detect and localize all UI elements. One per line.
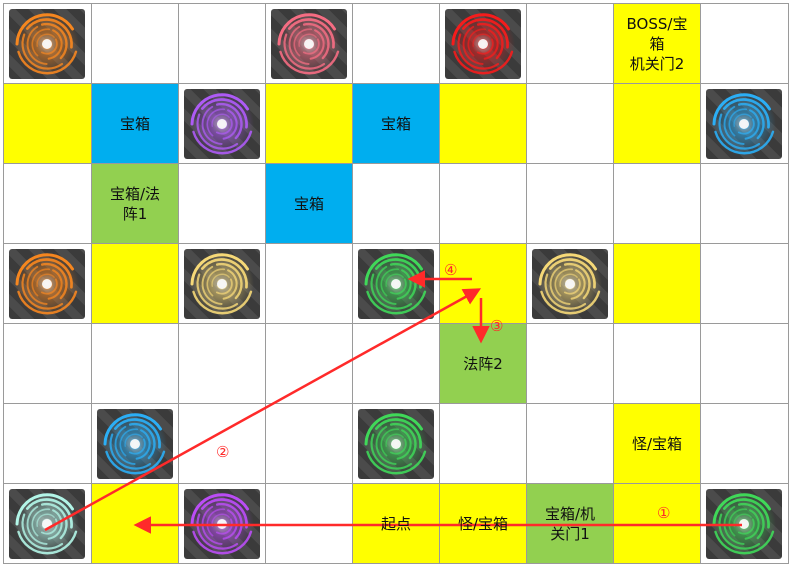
board-cell-r6-c7 xyxy=(613,483,701,564)
orange-portal-icon xyxy=(9,249,85,319)
cell-label: BOSS/宝 箱 机关门2 xyxy=(626,14,688,73)
blue-portal-icon xyxy=(706,89,782,159)
board-cell-r3-c2 xyxy=(178,243,266,324)
board-cell-r6-c1 xyxy=(91,483,179,564)
board-cell-r1-c7 xyxy=(613,83,701,164)
gold-portal-icon xyxy=(184,249,260,319)
cell-label: 起点 xyxy=(380,514,411,533)
board-cell-r6-c0 xyxy=(3,483,92,564)
board-cell-r3-c1 xyxy=(91,243,179,324)
board-cell-r0-c1 xyxy=(91,3,179,84)
board-cell-r4-c2 xyxy=(178,323,266,404)
orange-portal-icon xyxy=(9,9,85,79)
board-cell-r3-c8 xyxy=(700,243,789,324)
board-cell-r6-c4: 起点 xyxy=(352,483,440,564)
board-cell-r2-c7 xyxy=(613,163,701,244)
cell-label: 法阵2 xyxy=(463,354,503,373)
board-cell-r0-c4 xyxy=(352,3,440,84)
board-cell-r3-c3 xyxy=(265,243,353,324)
board-cell-r6-c5: 怪/宝箱 xyxy=(439,483,527,564)
board-cell-r2-c8 xyxy=(700,163,789,244)
board-cell-r1-c2 xyxy=(178,83,266,164)
board-cell-r1-c1: 宝箱 xyxy=(91,83,179,164)
board-cell-r3-c5 xyxy=(439,243,527,324)
magenta-portal-icon xyxy=(184,489,260,559)
board-cell-r4-c8 xyxy=(700,323,789,404)
board-cell-r2-c5 xyxy=(439,163,527,244)
cell-label: 宝箱 xyxy=(380,114,411,133)
cell-label: 宝箱 xyxy=(293,194,324,213)
board-cell-r5-c5 xyxy=(439,403,527,484)
board-cell-r6-c6: 宝箱/机 关门1 xyxy=(526,483,614,564)
board-cell-r4-c0 xyxy=(3,323,92,404)
board-cell-r4-c3 xyxy=(265,323,353,404)
board-cell-r2-c4 xyxy=(352,163,440,244)
cell-label: 怪/宝箱 xyxy=(457,514,509,533)
board-cell-r3-c6 xyxy=(526,243,614,324)
purple-portal-icon xyxy=(184,89,260,159)
board-cell-r3-c7 xyxy=(613,243,701,324)
board-cell-r5-c7: 怪/宝箱 xyxy=(613,403,701,484)
board-cell-r4-c5: 法阵2 xyxy=(439,323,527,404)
cell-label: 怪/宝箱 xyxy=(631,434,683,453)
board-cell-r0-c2 xyxy=(178,3,266,84)
board-cell-r0-c7: BOSS/宝 箱 机关门2 xyxy=(613,3,701,84)
red-portal-icon xyxy=(445,9,521,79)
board-cell-r5-c8 xyxy=(700,403,789,484)
board-cell-r1-c6 xyxy=(526,83,614,164)
board-cell-r1-c5 xyxy=(439,83,527,164)
cell-label: 宝箱/机 关门1 xyxy=(544,504,596,543)
board-cell-r5-c0 xyxy=(3,403,92,484)
green-portal-icon xyxy=(358,249,434,319)
board-cell-r6-c8 xyxy=(700,483,789,564)
board-cell-r6-c2 xyxy=(178,483,266,564)
green-portal-icon xyxy=(358,409,434,479)
board-cell-r5-c6 xyxy=(526,403,614,484)
board-cell-r1-c3 xyxy=(265,83,353,164)
board-cell-r2-c3: 宝箱 xyxy=(265,163,353,244)
board-cell-r5-c2 xyxy=(178,403,266,484)
gold-portal-icon xyxy=(532,249,608,319)
board-cell-r4-c7 xyxy=(613,323,701,404)
cell-label: 宝箱/法 阵1 xyxy=(109,184,161,223)
board-cell-r0-c3 xyxy=(265,3,353,84)
board-cell-r1-c4: 宝箱 xyxy=(352,83,440,164)
board-cell-r4-c4 xyxy=(352,323,440,404)
blue-portal-icon xyxy=(97,409,173,479)
board-cell-r0-c0 xyxy=(3,3,92,84)
board-cell-r5-c3 xyxy=(265,403,353,484)
board-cell-r5-c4 xyxy=(352,403,440,484)
board-cell-r2-c0 xyxy=(3,163,92,244)
board-cell-r0-c6 xyxy=(526,3,614,84)
board-cell-r2-c2 xyxy=(178,163,266,244)
board-cell-r3-c0 xyxy=(3,243,92,324)
board-cell-r4-c6 xyxy=(526,323,614,404)
board-cell-r2-c1: 宝箱/法 阵1 xyxy=(91,163,179,244)
board-cell-r4-c1 xyxy=(91,323,179,404)
green-portal-icon xyxy=(706,489,782,559)
board-cell-r1-c0 xyxy=(3,83,92,164)
board-cell-r5-c1 xyxy=(91,403,179,484)
board-cell-r2-c6 xyxy=(526,163,614,244)
board-cell-r0-c8 xyxy=(700,3,789,84)
board-cell-r6-c3 xyxy=(265,483,353,564)
board-cell-r3-c4 xyxy=(352,243,440,324)
pink-portal-icon xyxy=(271,9,347,79)
teal-portal-icon xyxy=(9,489,85,559)
board-cell-r1-c8 xyxy=(700,83,789,164)
cell-label: 宝箱 xyxy=(119,114,150,133)
board-cell-r0-c5 xyxy=(439,3,527,84)
